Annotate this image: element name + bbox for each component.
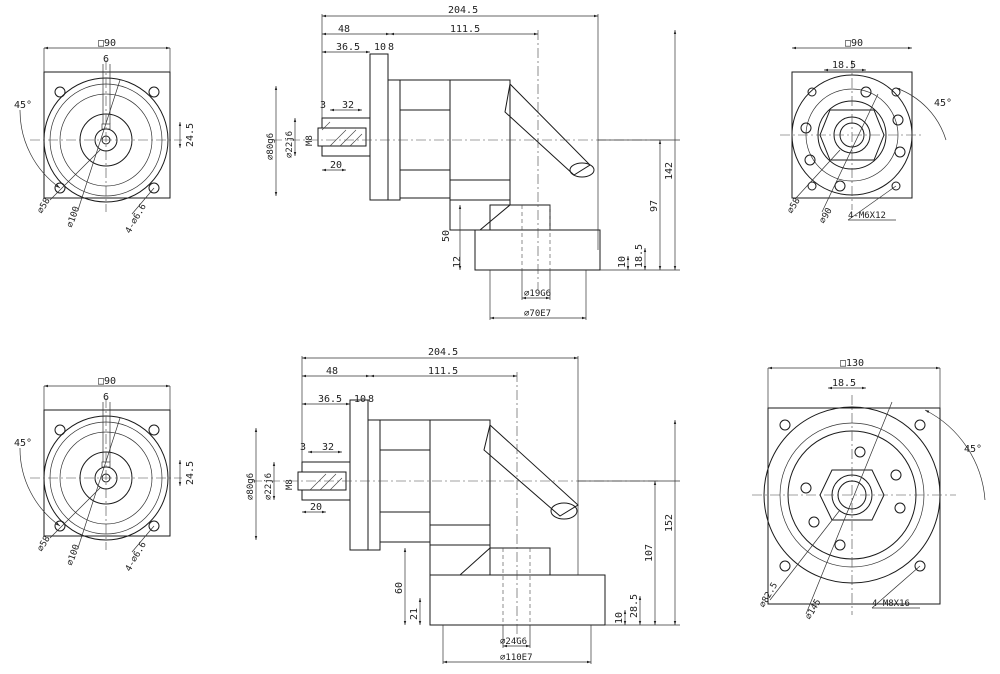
dim-flange-t1: 10 (374, 42, 386, 53)
dim-bolt-circle: ⌀100 (65, 205, 82, 229)
bottom-left-flange-view: □90 6 45° 24.5 ⌀58 ⌀100 4-⌀6.6 (14, 376, 196, 574)
flange-square (767, 407, 941, 605)
dim-base-thickness: 12 (452, 256, 463, 268)
dim-key-width: 6 (103, 392, 109, 403)
dim-holes: 4-⌀6.6 (124, 540, 149, 573)
dim-angle: 45° (14, 100, 32, 111)
dim-step2: 18.5 (634, 244, 645, 268)
dim-key-width: 6 (103, 54, 109, 65)
dim-key-length: 32 (342, 100, 354, 111)
dim-height-axis: 97 (649, 200, 660, 212)
dim-thread: M8 (285, 479, 295, 490)
dim-body-length: 111.5 (450, 24, 480, 35)
top-right-flange-view: □90 18.5 45° ⌀58 ⌀90 4-M6X12 (780, 38, 952, 226)
dim-shaft-to-flange: 48 (338, 24, 350, 35)
dim-bore: ⌀19G6 (524, 289, 551, 299)
angled-arm (504, 82, 591, 176)
dim-bolt-circle: ⌀90 (818, 206, 835, 225)
dim-key-length: 32 (322, 442, 334, 453)
dim-shaft-dia: ⌀22j6 (285, 131, 295, 158)
output-base (429, 574, 606, 626)
dim-offset: 24.5 (185, 461, 196, 485)
dim-square: □90 (98, 376, 116, 387)
dim-base-thickness: 21 (409, 608, 420, 620)
dim-flange-t1: 10 (354, 394, 366, 405)
dim-square: □130 (840, 358, 864, 369)
dim-shaft-to-flange: 48 (326, 366, 338, 377)
dim-bore: ⌀24G6 (500, 637, 527, 647)
dim-bolt-circle: ⌀145 (804, 598, 824, 622)
dim-height-total: 152 (664, 514, 675, 532)
dim-pilot-out: ⌀70E7 (524, 309, 551, 319)
dim-thread: M8 (305, 135, 315, 146)
dim-pilot-dia: ⌀80g6 (266, 133, 276, 160)
dim-shaft-length: 36.5 (318, 394, 342, 405)
dim-pcd: ⌀58 (786, 196, 803, 215)
mounting-flange (369, 53, 389, 201)
flange-square (43, 409, 171, 537)
angled-arm (483, 424, 579, 517)
dim-key-offset: 3 (300, 442, 306, 453)
dim-angle: 45° (964, 444, 982, 455)
dim-thread-depth: 20 (310, 502, 322, 513)
bottom-right-flange-view: □130 18.5 45° ⌀82.5 ⌀145 4-M8X16 (752, 358, 986, 622)
dim-pcd: ⌀58 (36, 534, 53, 553)
dim-holes: 4-⌀6.6 (124, 202, 149, 235)
dim-square: □90 (845, 38, 863, 49)
dim-angle: 45° (934, 98, 952, 109)
dim-shaft-length: 36.5 (336, 42, 360, 53)
dim-holes: 4-M8X16 (872, 599, 910, 609)
dim-step: 10 (614, 612, 625, 624)
dim-key-offset: 18.5 (832, 60, 856, 71)
dim-bolt-circle: ⌀100 (65, 543, 82, 567)
dim-height-axis: 107 (644, 544, 655, 562)
dim-body-length: 111.5 (428, 366, 458, 377)
dim-holes: 4-M6X12 (848, 211, 886, 221)
dim-key-offset: 3 (320, 100, 326, 111)
dim-base-height: 60 (394, 582, 405, 594)
dim-pcd: ⌀82.5 (758, 581, 780, 609)
dim-thread-depth: 20 (330, 160, 342, 171)
dim-height-total: 142 (664, 162, 675, 180)
dim-flange-t2: 8 (368, 394, 374, 405)
top-side-view: 204.5 48 111.5 36.5 10 8 3 32 M8 20 ⌀22j… (266, 5, 680, 320)
flange-square (43, 71, 171, 199)
dim-step2: 28.5 (629, 594, 640, 618)
dim-overall-length: 204.5 (428, 347, 458, 358)
dim-offset: 24.5 (185, 123, 196, 147)
dim-overall-length: 204.5 (448, 5, 478, 16)
gear-housing (429, 419, 491, 546)
bottom-side-view: 204.5 48 111.5 36.5 10 8 3 32 M8 20 ⌀22j… (246, 347, 680, 664)
dim-angle: 45° (14, 438, 32, 449)
bolt-hole (148, 182, 160, 194)
bolt-hole (54, 86, 66, 98)
top-left-flange-view: □90 6 45° 24.5 ⌀58 ⌀100 4-⌀6.6 (14, 38, 196, 236)
dim-flange-t2: 8 (388, 42, 394, 53)
bolt-hole (148, 86, 160, 98)
dim-base-height: 50 (441, 230, 452, 242)
bolt-hole (54, 182, 66, 194)
dim-pilot-dia: ⌀80g6 (246, 473, 256, 500)
mounting-flange (349, 399, 369, 551)
dim-shaft-dia: ⌀22j6 (264, 473, 274, 500)
dim-key-offset: 18.5 (832, 378, 856, 389)
dim-step: 10 (617, 256, 628, 268)
dim-square: □90 (98, 38, 116, 49)
dim-pilot-out: ⌀110E7 (500, 653, 533, 663)
dim-pcd: ⌀58 (36, 196, 53, 215)
output-base (474, 229, 601, 271)
